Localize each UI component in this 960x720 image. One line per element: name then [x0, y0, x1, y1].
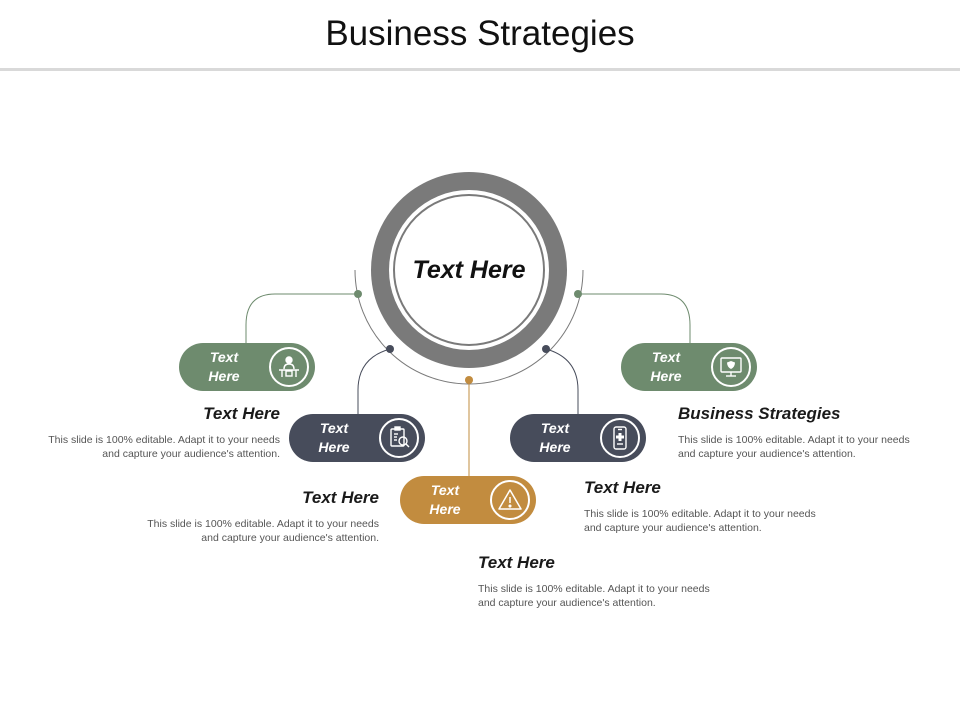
- block-heading: Business Strategies: [678, 404, 841, 423]
- slide-title: Business Strategies: [325, 14, 635, 53]
- central-hub: Text Here: [371, 172, 567, 368]
- pill-label: Text Here: [539, 420, 571, 455]
- block-body: This slide is 100% editable. Adapt it to…: [147, 518, 379, 544]
- connector-right-top: [578, 293, 691, 345]
- block-heading: Text Here: [584, 478, 661, 497]
- block-body: This slide is 100% editable. Adapt it to…: [584, 508, 816, 534]
- block-body: This slide is 100% editable. Adapt it to…: [678, 434, 910, 460]
- connector-dot-right-mid: [542, 345, 550, 353]
- text-block-left-top: Text Here This slide is 100% editable. A…: [35, 404, 280, 461]
- pill-left-mid: Text Here: [289, 414, 425, 462]
- connector-left-top: [245, 293, 358, 345]
- block-heading: Text Here: [203, 404, 280, 423]
- connector-dot-left-top: [354, 290, 362, 298]
- connector-right-mid: [545, 348, 579, 416]
- pill-label: Text Here: [429, 482, 461, 517]
- clipboard-search-icon: [379, 418, 419, 458]
- connector-dot-right-top: [574, 290, 582, 298]
- block-heading: Text Here: [302, 488, 379, 507]
- text-block-center: Text Here This slide is 100% editable. A…: [478, 553, 723, 610]
- connector-dot-center: [465, 376, 473, 384]
- pill-label: Text Here: [208, 349, 240, 384]
- pill-label: Text Here: [650, 349, 682, 384]
- hub-inner-circle: Text Here: [389, 190, 549, 350]
- block-body: This slide is 100% editable. Adapt it to…: [478, 583, 710, 609]
- connector-left-mid: [357, 348, 391, 416]
- pill-left-top: Text Here: [179, 343, 315, 391]
- text-block-left-mid: Text Here This slide is 100% editable. A…: [134, 488, 379, 545]
- pill-center: Text Here: [400, 476, 536, 524]
- connector-dot-left-mid: [386, 345, 394, 353]
- text-block-right-top: Business Strategies This slide is 100% e…: [678, 404, 923, 461]
- pill-right-mid: Text Here: [510, 414, 646, 462]
- hub-label: Text Here: [412, 255, 526, 284]
- text-block-right-mid: Text Here This slide is 100% editable. A…: [584, 478, 829, 535]
- monitor-shield-icon: [711, 347, 751, 387]
- presenter-desk-icon: [269, 347, 309, 387]
- mobile-medical-icon: [600, 418, 640, 458]
- pill-label: Text Here: [318, 420, 350, 455]
- title-divider: [0, 68, 960, 71]
- block-body: This slide is 100% editable. Adapt it to…: [48, 434, 280, 460]
- hub-inner-ring: [393, 194, 545, 346]
- block-heading: Text Here: [478, 553, 555, 572]
- pill-right-top: Text Here: [621, 343, 757, 391]
- warning-triangle-icon: [490, 480, 530, 520]
